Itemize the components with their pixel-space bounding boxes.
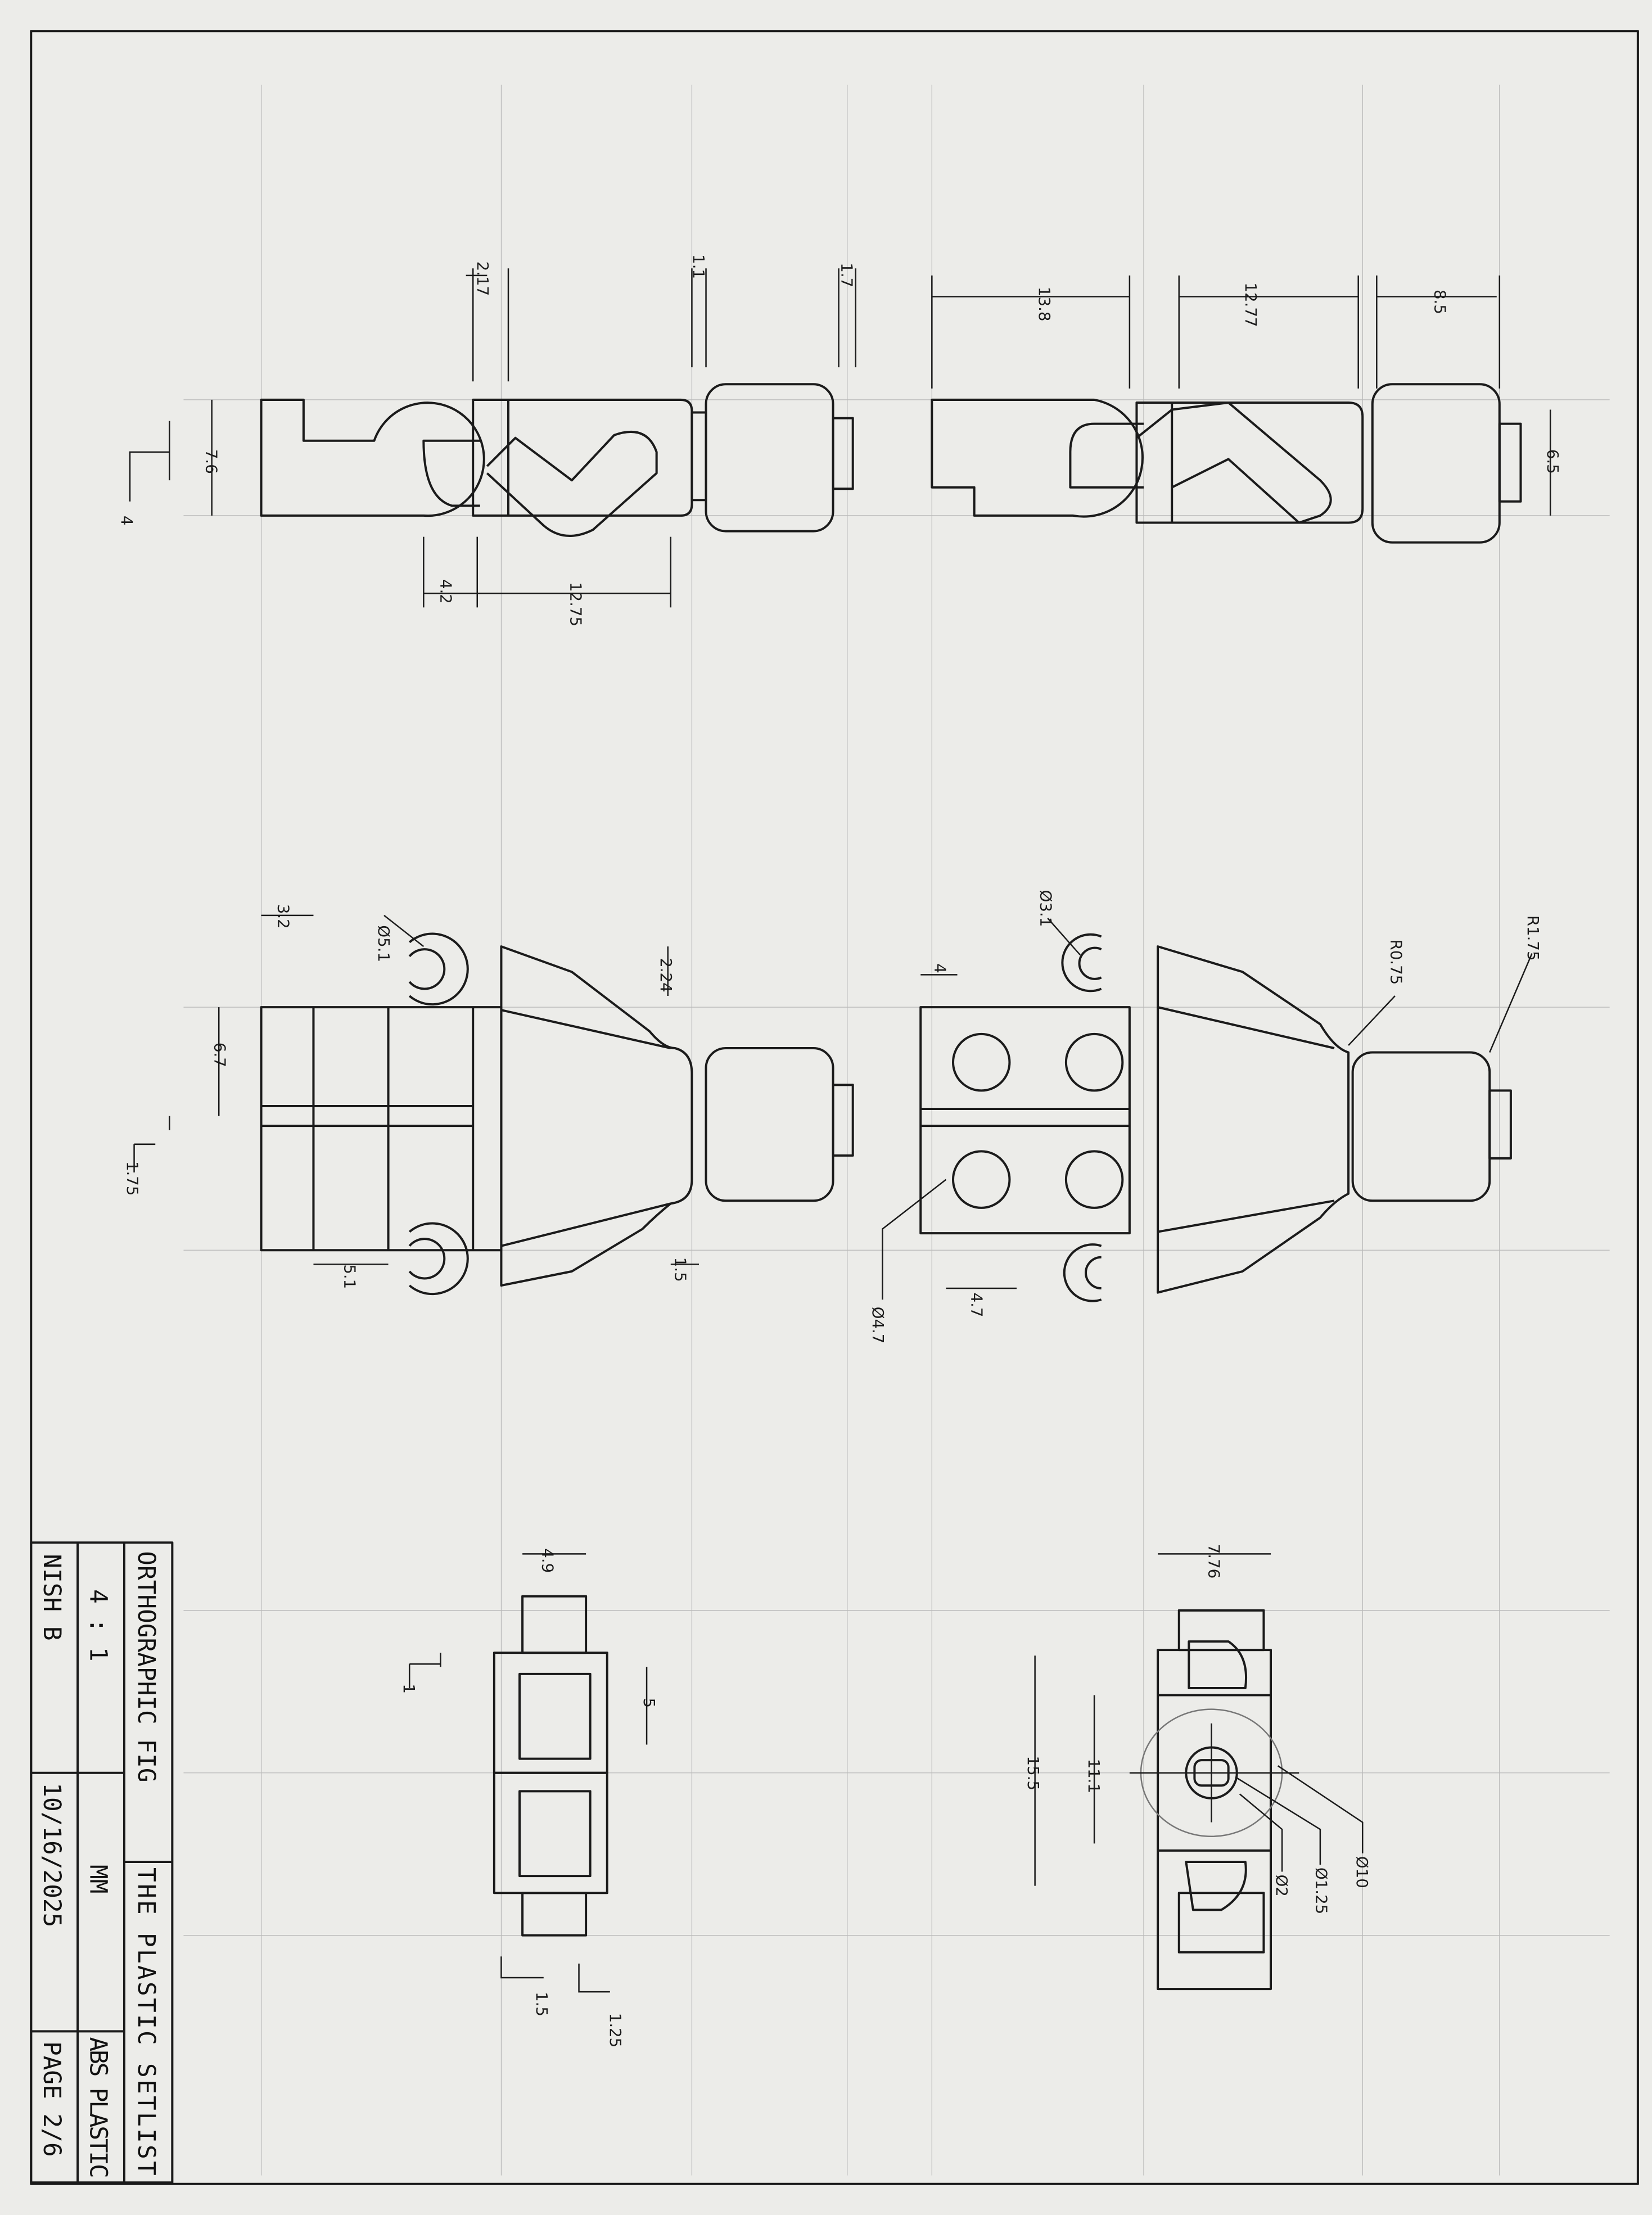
- dim-label: 12.77: [1242, 282, 1260, 327]
- side-view-left: 7.6 4 2.17 1.1 1.7 4.2 12.75: [118, 254, 856, 626]
- project-name: THE PLASTIC SETLIST: [132, 1867, 160, 2176]
- dim-label: 12.75: [566, 582, 585, 626]
- dim-label: 8.5: [1430, 290, 1449, 314]
- dim-label: 4.2: [436, 579, 455, 604]
- bottom-view-right: 7.76 15.5 11.1 Ø10 Ø1.25 Ø2: [1024, 1544, 1371, 1991]
- material: ABS PLASTIC: [84, 2037, 112, 2178]
- dim-label: 6.7: [211, 1043, 229, 1067]
- dim-label: Ø3.1: [1037, 890, 1055, 927]
- dim-label: 5: [640, 1698, 658, 1708]
- dim-label: 1.75: [123, 1161, 142, 1196]
- dim-label: R1.75: [1524, 915, 1542, 961]
- author: NISH B: [38, 1554, 66, 1640]
- title-block: ORTHOGRAPHIC FIG THE PLASTIC SETLIST 4 :…: [30, 1541, 174, 2184]
- dim-label: 11.1: [1085, 1759, 1103, 1793]
- front-view: 3.2 Ø5.1 6.7 1.75 2.24 5.1 1.5: [123, 904, 854, 1296]
- dim-label: 1.5: [671, 1257, 689, 1282]
- dim-label: 4.9: [538, 1548, 557, 1573]
- dim-label: 13.8: [1035, 287, 1054, 321]
- dim-label: 6.5: [1543, 449, 1562, 474]
- dim-label: Ø5.1: [374, 925, 393, 962]
- dim-label: 2.24: [657, 958, 675, 992]
- sheet-border: [30, 30, 1639, 2185]
- dim-label: 1.7: [838, 263, 856, 287]
- drawing-title: ORTHOGRAPHIC FIG: [132, 1551, 160, 1782]
- construction-lines: [183, 84, 1610, 2176]
- dim-label: 15.5: [1024, 1756, 1042, 1790]
- scale: 4 : 1: [84, 1589, 112, 1662]
- dim-label: 1.25: [606, 2013, 625, 2047]
- dim-label: 5.1: [341, 1264, 359, 1289]
- side-view-right: 13.8 12.77 8.5 6.5: [931, 275, 1562, 544]
- dim-label: 4: [931, 963, 949, 973]
- dim-label: 3.2: [274, 904, 293, 929]
- dim-label: 1.1: [689, 254, 708, 279]
- dim-label: 1.5: [532, 1992, 551, 2016]
- dim-label: Ø2: [1272, 1875, 1291, 1897]
- dim-label: Ø4.7: [869, 1307, 887, 1344]
- page-number: PAGE 2/6: [38, 2041, 66, 2157]
- units: MM: [84, 1865, 112, 1893]
- dim-label: R0.75: [1387, 940, 1405, 985]
- bottom-view-left: 4.9 5 1 1.5 1.25: [400, 1548, 658, 2047]
- date: 10/16/2025: [38, 1783, 66, 1927]
- dim-label: 7.76: [1205, 1544, 1224, 1578]
- dim-label: 7.6: [202, 449, 221, 474]
- dim-label: 4: [118, 516, 136, 526]
- dim-label: 2.17: [473, 261, 492, 296]
- dim-label: Ø1.25: [1312, 1867, 1330, 1914]
- dim-label: 4.7: [968, 1293, 986, 1318]
- dim-label: 1: [400, 1684, 418, 1694]
- back-view: Ø3.1 4 R0.75 R1.75 Ø4.7 4.7: [869, 890, 1542, 1344]
- dim-label: Ø10: [1353, 1856, 1371, 1888]
